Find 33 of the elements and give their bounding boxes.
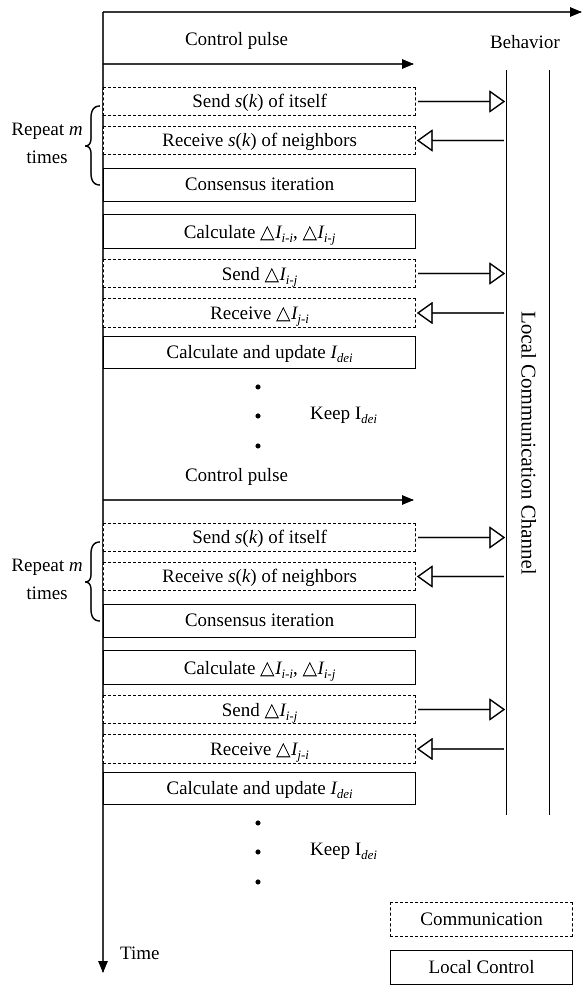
pulse-label: Control pulse <box>185 466 288 487</box>
communication-step-box: Receive △I$_{j-i}$ <box>103 734 416 764</box>
local-control-box: Calculate △I$_{i-i}$, △I$_{i-j}$ <box>103 214 416 249</box>
communication-step-box: Send s(k) of itself <box>103 523 416 552</box>
legend-key: Local Control <box>390 950 573 985</box>
local-control-box: Calculate and update I$_{dei}$ <box>103 336 416 369</box>
arrow <box>417 738 504 760</box>
local-control-box: Consensus iteration <box>103 604 416 638</box>
axis-label: Behavior <box>490 33 560 54</box>
arrow <box>417 130 504 152</box>
local-control-box: Calculate △I$_{i-i}$, △I$_{i-j}$ <box>103 650 416 685</box>
repeat-note: Repeat m times <box>10 118 84 170</box>
legend-key: Communication <box>390 902 573 937</box>
communication-step-box: Receive △I$_{j-i}$ <box>103 298 416 328</box>
local-control-box: Calculate and update I$_{dei}$ <box>103 772 416 805</box>
note: Keep I$_{dei}$ <box>310 840 377 861</box>
arrow <box>417 566 504 588</box>
axis-label: Time <box>120 944 160 965</box>
communication-step-box: Receive s(k) of neighbors <box>103 562 416 591</box>
communication-step-box: Send △I$_{i-j}$ <box>103 259 416 288</box>
communication-step-box: Send s(k) of itself <box>103 87 416 116</box>
channel-band: Local Communication Channel <box>506 70 550 815</box>
arrow <box>417 302 504 324</box>
local-control-box: Consensus iteration <box>103 168 416 202</box>
pulse-label: Control pulse <box>185 30 288 51</box>
arrow <box>418 526 505 548</box>
note: Keep I$_{dei}$ <box>310 404 377 425</box>
communication-step-box: Send △I$_{i-j}$ <box>103 695 416 724</box>
arrow <box>418 90 505 112</box>
arrow <box>418 698 505 720</box>
arrow <box>418 262 505 284</box>
communication-step-box: Receive s(k) of neighbors <box>103 126 416 155</box>
repeat-note: Repeat m times <box>10 554 84 606</box>
